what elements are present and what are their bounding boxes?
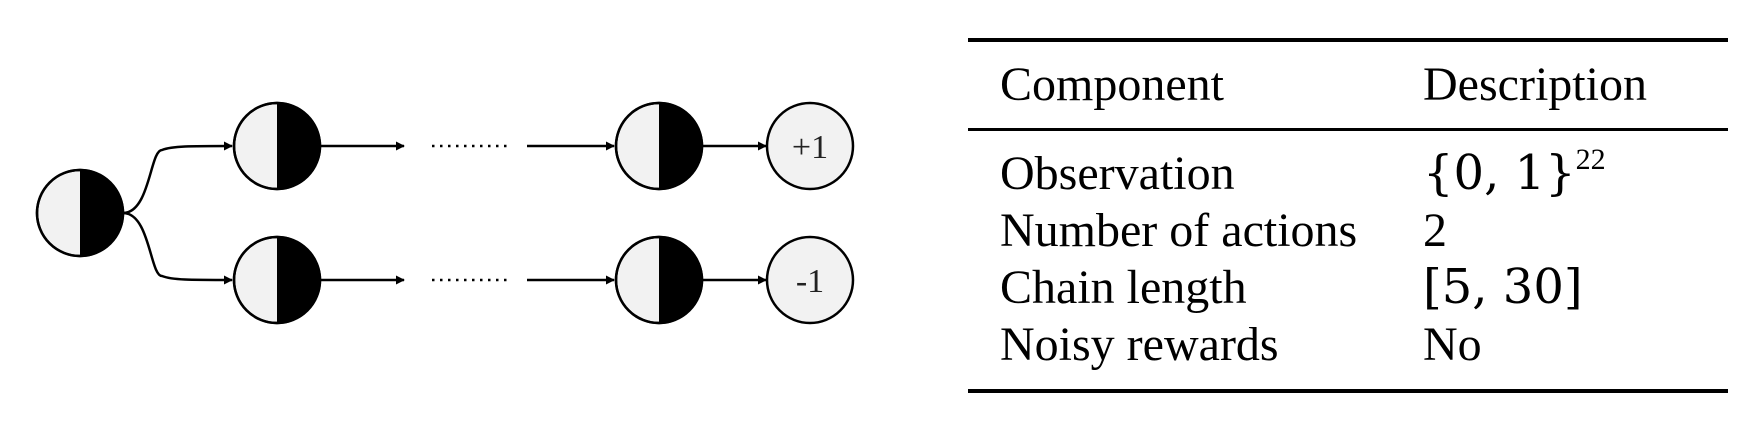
- row-component: Noisy rewards: [1000, 317, 1279, 371]
- row-component: Chain length: [1000, 260, 1247, 314]
- table-header-row: Component Description: [968, 42, 1728, 128]
- header-description: Description: [1423, 58, 1647, 111]
- row-description: {0, 1}22: [1423, 142, 1606, 202]
- row-description: 2: [1423, 203, 1447, 257]
- table-header-rule: [968, 128, 1728, 131]
- bottom-chain-state-last: [614, 235, 704, 325]
- table-row: Chain length [5, 30]: [968, 259, 1728, 316]
- top-chain-state-1: [232, 101, 322, 191]
- environment-spec-table: Component Description Observation {0, 1}…: [968, 38, 1728, 393]
- table-row: Noisy rewards No: [968, 316, 1728, 373]
- row-component: Observation: [1000, 146, 1235, 200]
- table-body: Observation {0, 1}22 Number of actions 2…: [968, 131, 1728, 389]
- top-reward-node: +1: [765, 101, 855, 191]
- observation-exponent: 22: [1575, 142, 1606, 176]
- start-state-node: [35, 168, 125, 258]
- row-description: [5, 30]: [1423, 258, 1583, 315]
- table-row: Observation {0, 1}22: [968, 142, 1728, 202]
- bottom-reward-node: -1: [765, 235, 855, 325]
- header-component: Component: [1000, 58, 1224, 111]
- table-top-rule: [968, 38, 1728, 42]
- branch-edge-bottom: [122, 211, 233, 285]
- table-row: Number of actions 2: [968, 202, 1728, 259]
- top-reward-label: +1: [792, 129, 828, 166]
- row-description: No: [1423, 317, 1482, 371]
- observation-value: {0, 1}: [1423, 144, 1576, 201]
- top-chain-state-last: [614, 101, 704, 191]
- table-bottom-rule: [968, 388, 1728, 393]
- bottom-chain-state-1: [232, 235, 322, 325]
- row-component: Number of actions: [1000, 203, 1358, 257]
- chain-environment-diagram: +1 -1: [35, 101, 855, 325]
- bottom-reward-label: -1: [796, 263, 824, 300]
- branch-edge-top: [122, 141, 233, 215]
